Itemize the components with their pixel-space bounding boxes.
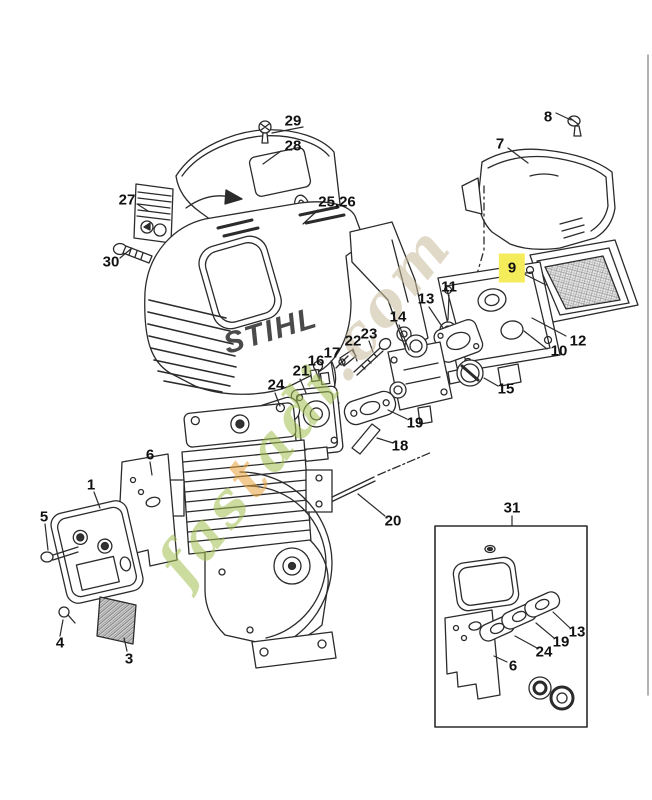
alignment-line	[461, 185, 485, 326]
part-label-25-26[interactable]: 25,26	[318, 193, 356, 211]
part-7-filter-cover	[461, 148, 616, 250]
part-23-screw	[353, 337, 392, 376]
part-27-label-plate	[133, 183, 174, 244]
part-label-15[interactable]: 15	[497, 380, 515, 398]
part-label-19[interactable]: 19	[406, 414, 424, 432]
part-29-screw	[258, 120, 272, 144]
part-22-lever	[335, 349, 357, 369]
part-label-21[interactable]: 21	[292, 362, 310, 380]
part-label-12[interactable]: 12	[569, 332, 587, 350]
engine-cylinder-assembly	[165, 402, 337, 669]
part-label-13[interactable]: 13	[417, 290, 435, 308]
part-label-23[interactable]: 23	[360, 325, 378, 343]
flip-arrow	[185, 189, 243, 209]
part-19-gasket	[343, 390, 397, 426]
part-16-clamp	[309, 360, 331, 386]
part-label-7[interactable]: 7	[495, 135, 505, 153]
part-label-27[interactable]: 27	[118, 191, 136, 209]
part-label-1[interactable]: 1	[86, 476, 96, 494]
part-label-24b[interactable]: 24	[535, 643, 553, 661]
part-label-30[interactable]: 30	[102, 253, 120, 271]
part-label-18[interactable]: 18	[391, 437, 409, 455]
part-label-6[interactable]: 6	[145, 446, 155, 464]
part-label-24[interactable]: 24	[267, 376, 285, 394]
part-3-spark-screen	[96, 596, 137, 645]
part-label-22[interactable]: 22	[344, 332, 362, 350]
part-label-9[interactable]: 9	[498, 253, 526, 283]
part-5-screw	[40, 546, 79, 563]
part-label-6b[interactable]: 6	[508, 657, 518, 675]
part-label-10[interactable]: 10	[550, 342, 568, 360]
part-label-4[interactable]: 4	[55, 634, 65, 652]
part-label-3[interactable]: 3	[124, 650, 134, 668]
part-1-muffler	[50, 500, 144, 604]
part-14-carburetor	[387, 334, 469, 425]
part-label-19b[interactable]: 19	[552, 633, 570, 651]
part-label-8[interactable]: 8	[543, 108, 553, 126]
shroud-grille	[147, 299, 237, 393]
part-31-gasket-kit	[434, 525, 588, 728]
part-label-29[interactable]: 29	[284, 112, 302, 130]
part-9-air-filter	[529, 239, 639, 323]
part-label-28[interactable]: 28	[284, 137, 302, 155]
part-18-sleeve	[351, 423, 381, 455]
leader-lines	[44, 112, 572, 663]
part-label-16[interactable]: 16	[307, 352, 325, 370]
part-label-17[interactable]: 17	[323, 344, 341, 362]
part-label-20[interactable]: 20	[384, 512, 402, 530]
part-8-screw	[567, 115, 582, 137]
part-15-cap	[456, 359, 484, 387]
part-label-31[interactable]: 31	[503, 499, 521, 517]
part-label-5[interactable]: 5	[39, 508, 49, 526]
part-25-26-shroud: STIHL	[144, 201, 429, 395]
part-label-14[interactable]: 14	[389, 308, 407, 326]
part-label-11[interactable]: 11	[441, 278, 457, 296]
part-label-13b[interactable]: 13	[568, 623, 586, 641]
part-4-screw	[58, 606, 76, 624]
part-13-gasket	[433, 319, 484, 363]
part-30-screw	[112, 242, 153, 264]
